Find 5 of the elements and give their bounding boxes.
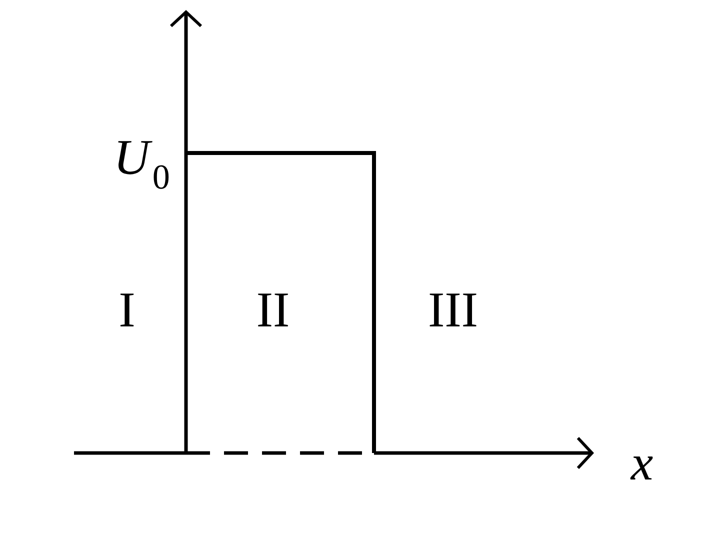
axis-label: U$_{0}$: [118, 141, 169, 189]
region-label: I: [120, 294, 134, 326]
region-label: II: [258, 294, 288, 326]
axis-label: x: [630, 456, 653, 480]
region-label: III: [430, 294, 476, 326]
